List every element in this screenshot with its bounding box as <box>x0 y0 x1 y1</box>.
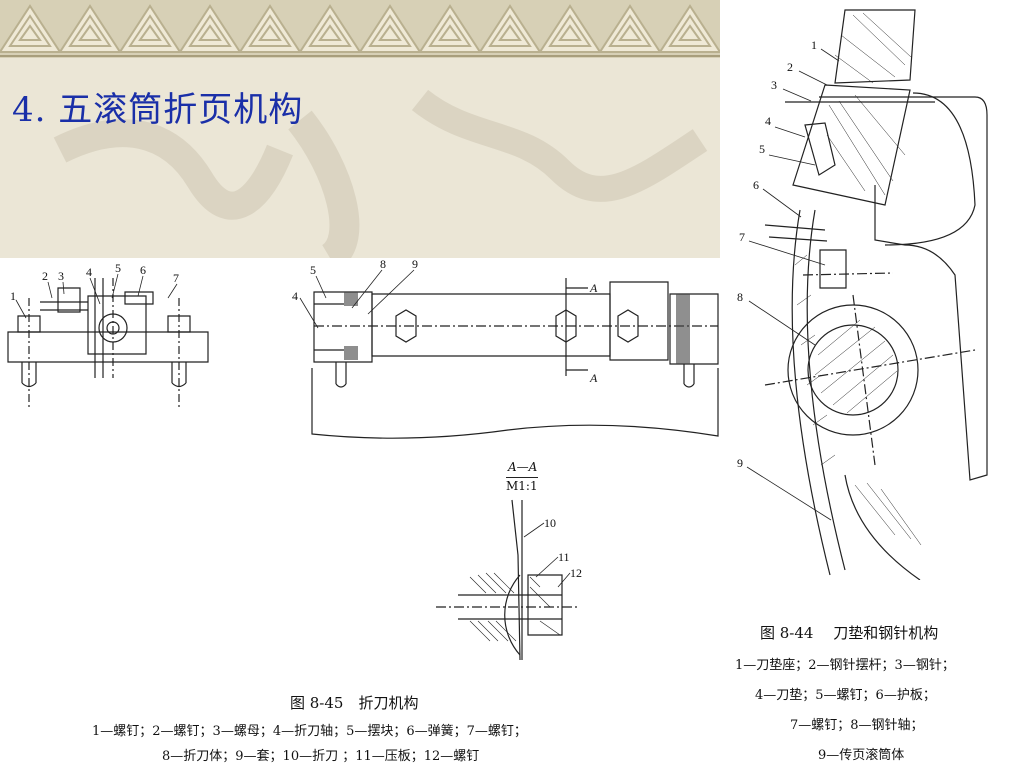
fig845-legend-line1: 1—螺钉；2—螺钉；3—螺母；4—折刀轴；5—摆块；6—弹簧；7—螺钉； <box>92 724 527 739</box>
callout-7: 7 <box>173 271 179 285</box>
section-label-bottom: M1:1 <box>506 477 538 493</box>
fig844-legend-line2: 4—刀垫；5—螺钉；6—护板； <box>755 688 936 703</box>
callout-44-5: 5 <box>759 142 765 156</box>
callout-11: 11 <box>558 550 570 564</box>
section-label-top: A—A <box>508 460 538 474</box>
callout-44-2: 2 <box>787 60 793 74</box>
fig844-legend-line4: 9—传页滚筒体 <box>818 748 905 763</box>
callout-5-front: 5 <box>310 263 316 277</box>
fig844-legend-line3: 7—螺钉；8—钢针轴； <box>790 718 924 733</box>
callout-44-3: 3 <box>771 78 777 92</box>
fig844-caption: 图 8-44 刀垫和钢针机构 <box>760 624 939 642</box>
section-arrow-label-a2: A <box>589 371 598 385</box>
callout-3: 3 <box>58 269 64 283</box>
callout-44-9: 9 <box>737 456 743 470</box>
callout-2: 2 <box>42 269 48 283</box>
callout-44-7: 7 <box>739 230 745 244</box>
callout-44-6: 6 <box>753 178 759 192</box>
fig844-drawing: 1 2 3 4 5 6 7 8 9 <box>737 5 1020 580</box>
callout-44-8: 8 <box>737 290 743 304</box>
fig845-caption: 图 8-45 折刀机构 <box>290 694 419 712</box>
fig845-front-view: 5 4 8 9 A A <box>292 258 728 458</box>
watermark-brush <box>0 0 720 258</box>
title-banner: 4. 五滚筒折页机构 <box>0 0 720 258</box>
callout-4-front: 4 <box>292 289 298 303</box>
callout-9-front: 9 <box>412 258 418 271</box>
fig844-legend-line1: 1—刀垫座；2—钢针摆杆；3—钢针； <box>735 658 955 673</box>
callout-5: 5 <box>115 261 121 275</box>
fig845-legend-line2: 8—折刀体；9—套；10—折刀 ；11—压板；12—螺钉 <box>162 749 480 764</box>
callout-44-4: 4 <box>765 114 771 128</box>
fig845-left-view: 1 2 3 4 5 6 7 <box>0 261 215 418</box>
slide-title: 4. 五滚筒折页机构 <box>12 90 304 130</box>
callout-4: 4 <box>86 265 92 279</box>
callout-1: 1 <box>10 289 16 303</box>
callout-44-1: 1 <box>811 38 817 52</box>
callout-10: 10 <box>544 516 556 530</box>
callout-6: 6 <box>140 263 146 277</box>
callout-12: 12 <box>570 566 582 580</box>
fig845-section-view: 10 11 12 <box>430 495 582 665</box>
callout-8-front: 8 <box>380 258 386 271</box>
decorative-band <box>0 0 720 58</box>
section-arrow-label-a1: A <box>589 281 598 295</box>
